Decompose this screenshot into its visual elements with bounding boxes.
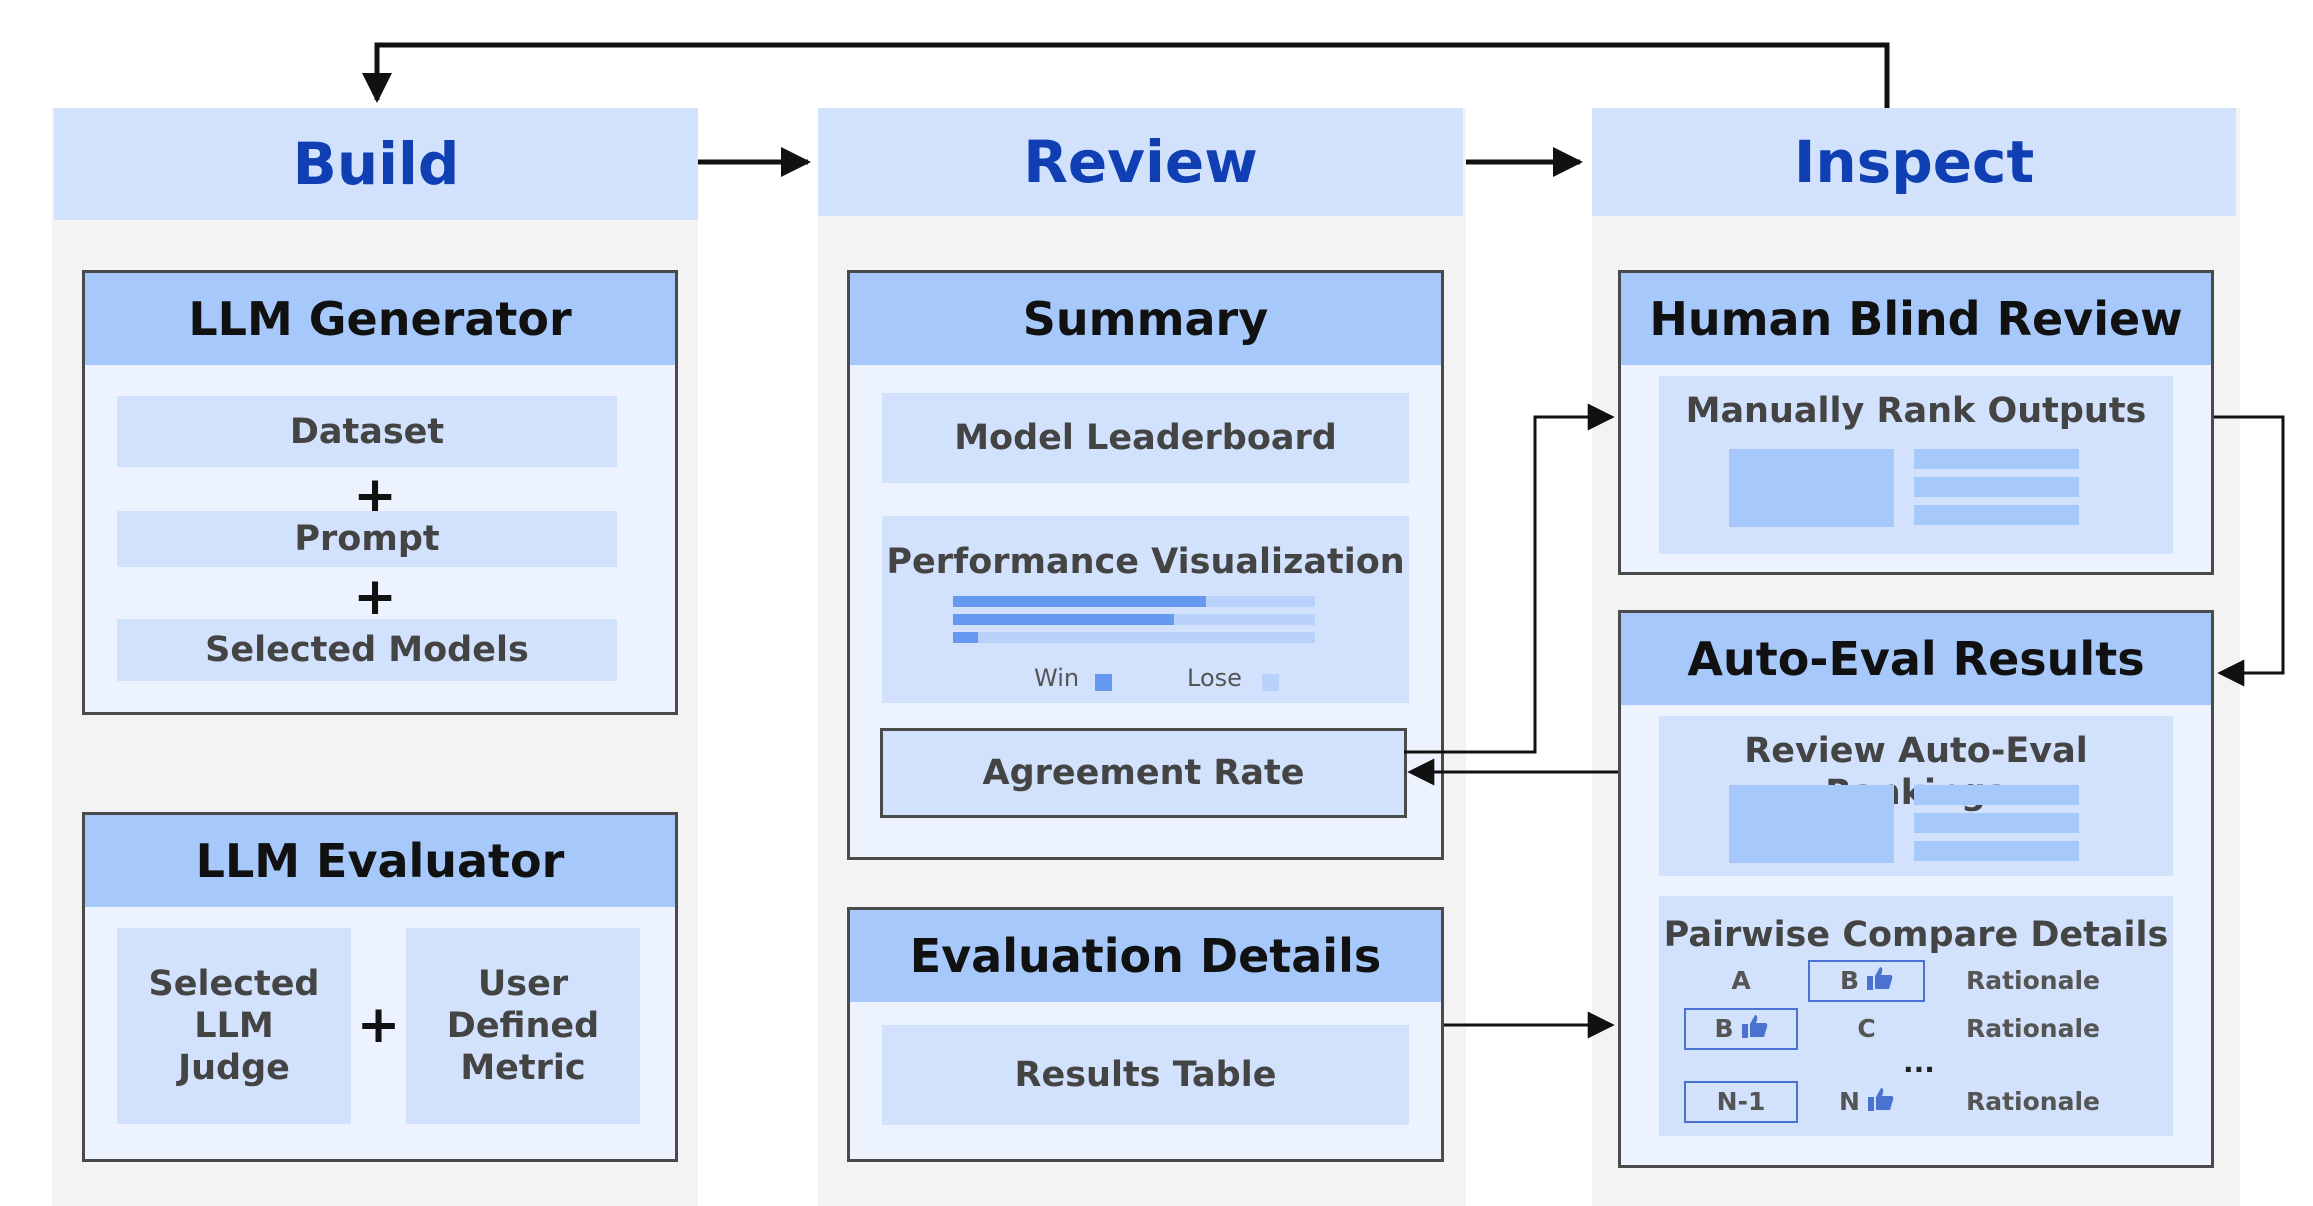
rationale-box: Rationale: [1935, 1008, 2131, 1050]
prompt-box: Prompt: [117, 511, 617, 567]
lose-legend-swatch: [1262, 674, 1279, 691]
evaluation-details-title: Evaluation Details: [850, 910, 1441, 1002]
rationale-box: Rationale: [1935, 1081, 2131, 1123]
results-table-box: Results Table: [882, 1025, 1409, 1125]
auto-eval-results-card: Auto-Eval Results Review Auto-Eval Ranki…: [1618, 610, 2214, 1168]
pairwise-model-left: B: [1684, 1008, 1798, 1050]
summary-card: Summary Model Leaderboard Performance Vi…: [847, 270, 1444, 860]
win-fill: [953, 596, 1207, 607]
pairwise-model-right: C: [1808, 1008, 1925, 1050]
llm-evaluator-title: LLM Evaluator: [85, 815, 675, 907]
plus-icon: +: [353, 567, 397, 627]
summary-title: Summary: [850, 273, 1441, 365]
plus-icon: +: [356, 995, 401, 1055]
win-lose-bar-3: [953, 632, 1315, 643]
win-legend-swatch: [1095, 674, 1112, 691]
dataset-box: Dataset: [117, 396, 617, 467]
pairwise-model-left: N-1: [1684, 1081, 1798, 1123]
pairwise-model-right: N: [1808, 1081, 1925, 1123]
llm-judge-box: Selected LLM Judge: [117, 928, 351, 1124]
model-leaderboard-box: Model Leaderboard: [882, 393, 1409, 483]
ranking-preview-line: [1914, 813, 2079, 833]
auto-eval-results-title: Auto-Eval Results: [1621, 613, 2211, 705]
selected-models-box: Selected Models: [117, 619, 617, 681]
user-metric-box: User Defined Metric: [406, 928, 640, 1124]
ranking-preview-line: [1914, 841, 2079, 861]
pairwise-compare-box: Pairwise Compare Details A B Rationale B…: [1659, 896, 2173, 1136]
pairwise-compare-title: Pairwise Compare Details: [1663, 915, 2169, 955]
performance-visualization-box: Performance Visualization Win Lose: [882, 516, 1409, 703]
output-preview-block: [1729, 449, 1894, 527]
review-header: Review: [818, 108, 1463, 216]
thumbs-up-icon: [1867, 1087, 1894, 1118]
manually-rank-box: Manually Rank Outputs: [1659, 376, 2173, 554]
win-lose-bar-1: [953, 596, 1315, 607]
lose-legend-label: Lose: [1187, 664, 1242, 692]
thumbs-up-icon: [1867, 966, 1893, 997]
pairwise-model-left: A: [1684, 960, 1798, 1002]
manually-rank-title: Manually Rank Outputs: [1685, 391, 2147, 431]
output-preview-line: [1914, 449, 2079, 469]
ellipsis: ...: [1903, 1046, 1935, 1079]
llm-evaluator-card: LLM Evaluator Selected LLM Judge + User …: [82, 812, 678, 1162]
performance-visualization-title: Performance Visualization: [886, 542, 1405, 582]
output-preview-line: [1914, 505, 2079, 525]
ranking-preview-block: [1729, 785, 1894, 863]
win-fill: [953, 614, 1174, 625]
win-legend-label: Win: [1034, 664, 1080, 692]
rationale-box: Rationale: [1935, 960, 2131, 1002]
blind-review-to-auto-eval-arrow: [2214, 415, 2285, 687]
build-header: Build: [54, 108, 698, 220]
human-blind-review-card: Human Blind Review Manually Rank Outputs: [1618, 270, 2214, 575]
agreement-to-blind-review-arrow: [1404, 403, 1615, 754]
win-lose-bar-2: [953, 614, 1315, 625]
inspect-header: Inspect: [1592, 108, 2236, 216]
agreement-rate-box: Agreement Rate: [880, 728, 1407, 818]
llm-generator-card: LLM Generator Dataset + Prompt + Selecte…: [82, 270, 678, 715]
llm-generator-title: LLM Generator: [85, 273, 675, 365]
thumbs-up-icon: [1741, 1014, 1768, 1045]
review-auto-eval-rankings-box: Review Auto-Eval Rankings: [1659, 716, 2173, 876]
feedback-loop-arrow: [362, 42, 1890, 108]
ranking-preview-line: [1914, 785, 2079, 805]
win-fill: [953, 632, 979, 643]
evaluation-details-card: Evaluation Details Results Table: [847, 907, 1444, 1162]
pairwise-model-right: B: [1808, 960, 1925, 1002]
human-blind-review-title: Human Blind Review: [1621, 273, 2211, 365]
output-preview-line: [1914, 477, 2079, 497]
